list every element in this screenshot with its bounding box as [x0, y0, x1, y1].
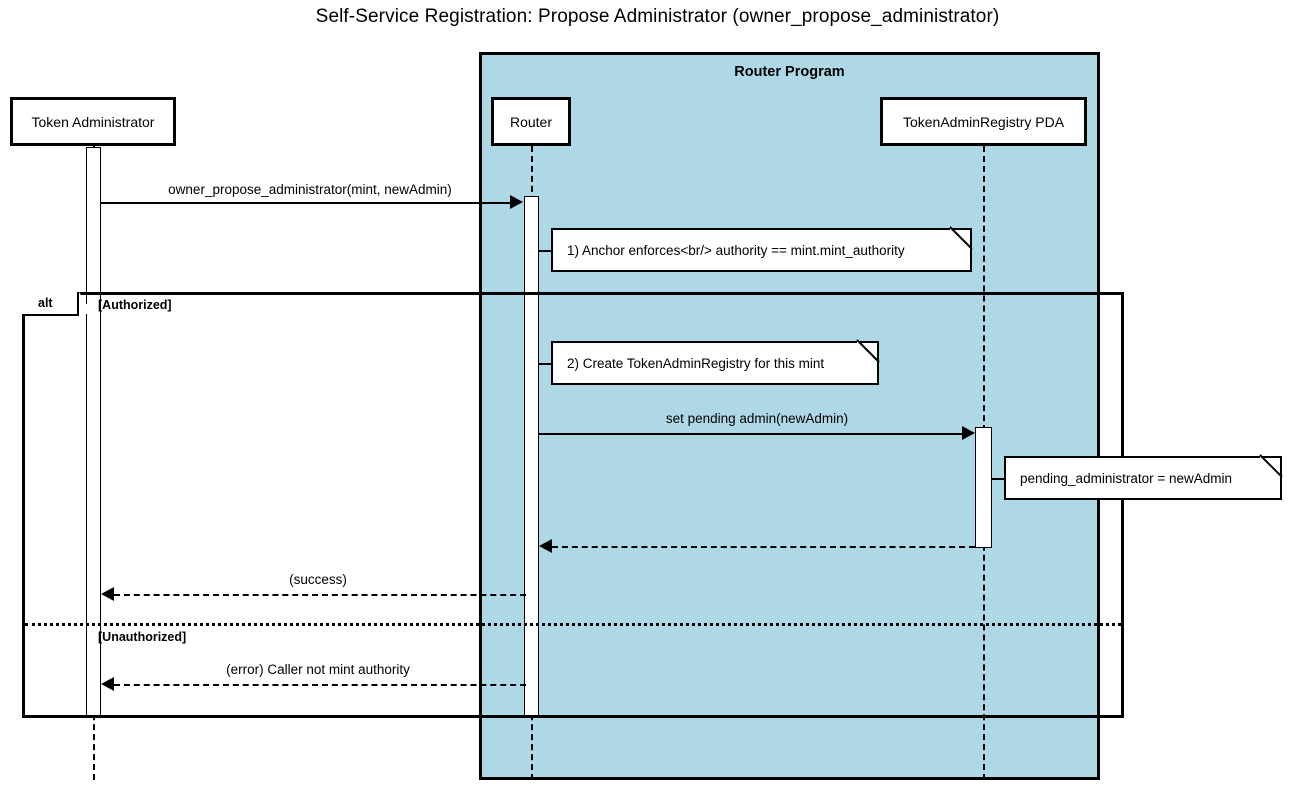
message-line-error — [114, 684, 526, 686]
note-fold-line-1 — [949, 226, 973, 250]
note-connector-3 — [992, 478, 1004, 480]
message-line-success — [114, 594, 526, 596]
group-label-router-program: Router Program — [734, 64, 845, 80]
message-arrowhead-owner-propose-administrator — [510, 195, 523, 209]
alt-fragment-tab-notch — [79, 292, 93, 314]
alt-fragment-divider — [25, 623, 1121, 626]
message-line-set-pending-admin — [539, 433, 962, 435]
message-label-set-pending-admin: set pending admin(newAdmin) — [665, 411, 849, 426]
message-label-error: (error) Caller not mint authority — [226, 662, 410, 677]
message-arrowhead-pda-return — [539, 539, 552, 553]
participant-router[interactable]: Router — [491, 97, 571, 146]
participant-label: Token Administrator — [31, 113, 155, 130]
message-arrowhead-error — [101, 677, 114, 691]
note-anchor-enforces: 1) Anchor enforces<br/> authority == min… — [551, 228, 972, 272]
note-text: pending_administrator = newAdmin — [1020, 470, 1232, 486]
alt-fragment-operator-tab: alt — [22, 292, 79, 316]
message-line-pda-return — [552, 546, 975, 548]
note-create-token-admin-registry: 2) Create TokenAdminRegistry for this mi… — [551, 341, 879, 385]
participant-label: TokenAdminRegistry PDA — [902, 113, 1065, 130]
note-connector-1 — [539, 250, 551, 252]
participant-label: Router — [509, 113, 553, 130]
message-label-success: (success) — [289, 572, 347, 587]
message-line-owner-propose-administrator — [101, 202, 510, 204]
note-fold-line-2 — [856, 339, 880, 363]
participant-token-administrator[interactable]: Token Administrator — [10, 97, 176, 146]
note-text: 2) Create TokenAdminRegistry for this mi… — [567, 355, 825, 371]
alt-operator-label: alt — [38, 296, 53, 310]
alt-guard-authorized: [Authorized] — [98, 298, 172, 312]
alt-fragment-frame — [22, 292, 1124, 718]
participant-token-admin-registry-pda[interactable]: TokenAdminRegistry PDA — [880, 97, 1087, 146]
activation-token-admin-registry-pda — [975, 427, 992, 548]
note-pending-administrator: pending_administrator = newAdmin — [1004, 456, 1282, 500]
alt-guard-unauthorized: [Unauthorized] — [98, 630, 187, 644]
message-arrowhead-set-pending-admin — [962, 426, 975, 440]
diagram-title: Self-Service Registration: Propose Admin… — [315, 6, 1000, 27]
note-connector-2 — [539, 363, 551, 365]
message-label-owner-propose-administrator: owner_propose_administrator(mint, newAdm… — [168, 182, 452, 197]
note-fold-line-3 — [1259, 454, 1283, 478]
message-arrowhead-success — [101, 587, 114, 601]
group-box-router-program — [479, 52, 1100, 780]
note-text: 1) Anchor enforces<br/> authority == min… — [567, 242, 905, 258]
